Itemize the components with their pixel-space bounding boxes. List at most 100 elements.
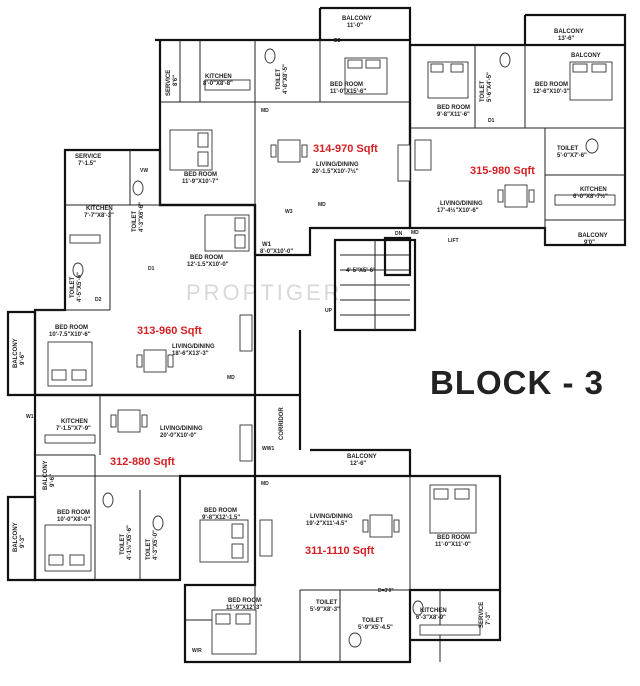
room-dim: 9'0" xyxy=(584,240,595,246)
lift-dim: 4'-5"X5'-6" xyxy=(346,268,376,274)
room-name: TOILET xyxy=(557,146,579,152)
room-name: TOILET xyxy=(362,618,384,624)
door-tag: LIFT xyxy=(448,238,459,244)
door-tag: MD xyxy=(318,202,326,208)
room-dim: 11'-9"X10'-7" xyxy=(182,179,218,185)
room-name: BED ROOM xyxy=(330,82,363,88)
room-dim: 13'-6" xyxy=(558,36,574,42)
room-dim: 8'-0"X8'-8" xyxy=(203,81,233,87)
room-name: BED ROOM xyxy=(437,105,470,111)
room-name: BALCONY xyxy=(347,454,377,460)
room-name: LIVING/DINING xyxy=(172,344,215,350)
room-dim: 12'-6" xyxy=(350,461,366,467)
room-dim: 10'-7.5"X10'-6" xyxy=(49,332,91,338)
unit-area-labels: 314-970 Sqft 315-980 Sqft 313-960 Sqft 3… xyxy=(110,143,535,557)
room-name: TOILET xyxy=(276,68,282,90)
room-name: SERVICE xyxy=(75,154,101,160)
room-name: SERVICE xyxy=(479,602,485,628)
room-name: TOILET xyxy=(132,210,138,232)
room-dim: 7'-1.5" xyxy=(78,161,96,167)
room-name: LIVING/DINING xyxy=(160,426,203,432)
door-tag: D1 xyxy=(148,266,155,272)
room-dim: 4'-5"X5'-6" xyxy=(77,272,83,302)
room-name: BED ROOM xyxy=(228,598,261,604)
room-name: LIVING/DINING xyxy=(440,201,483,207)
room-dim: 17'-4½"X10'-6" xyxy=(437,207,479,214)
room-name: KITCHEN xyxy=(580,187,607,193)
room-name: BALCONY xyxy=(571,53,601,59)
door-tag: D2 xyxy=(95,297,102,303)
room-dim: 12'-1.5"X10'-0" xyxy=(187,262,229,268)
room-name: BED ROOM xyxy=(184,172,217,178)
room-dim: 4'-1½"X5'-6" xyxy=(126,525,133,560)
room-dim: 5'-9"X8'-3" xyxy=(310,607,340,613)
room-name: BED ROOM xyxy=(57,510,90,516)
room-name: BED ROOM xyxy=(55,325,88,331)
room-dim: 10'-0"X8'-0" xyxy=(57,517,90,523)
room-name: KITCHEN xyxy=(61,419,88,425)
room-name: TOILET xyxy=(146,538,152,560)
room-dim: 11'-9"X12'-3" xyxy=(226,605,262,611)
room-dim: 4'-8"X8'-5" xyxy=(283,64,289,94)
room-name: BED ROOM xyxy=(204,508,237,514)
door-tag: W/R xyxy=(192,648,202,654)
room-dim: 8'-0"X10'-0" xyxy=(260,249,293,255)
room-name: BALCONY xyxy=(13,338,19,368)
room-dim: 19'-2"X11'-4.5" xyxy=(306,521,347,527)
door-tag: MD xyxy=(227,375,235,381)
door-tag: WW1 xyxy=(262,446,274,452)
plan-walls xyxy=(6,6,627,664)
room-name: LIVING/DINING xyxy=(310,514,353,520)
door-tags: D2 D1 MD MD W3 VW DN UP LIFT D1 D2 MD W1… xyxy=(26,38,495,654)
unit-312-area: 312-880 Sqft xyxy=(110,456,175,468)
room-dim: 9'-8"X11'-6" xyxy=(437,112,470,118)
unit-314-area: 314-970 Sqft xyxy=(313,143,378,155)
door-tag: W3 xyxy=(285,209,293,215)
room-name: SERVICE xyxy=(166,70,172,96)
room-dim: 7'-1.5"X7'-9" xyxy=(56,426,91,432)
room-name: BED ROOM xyxy=(190,255,223,261)
room-name: TOILET xyxy=(70,276,76,298)
room-dim: 20'-1.5"X10'-7½" xyxy=(312,168,359,175)
room-dim: 9'-6" xyxy=(20,352,26,365)
corridor-label: CORRIDOR xyxy=(279,407,285,440)
room-name: BALCONY xyxy=(342,16,372,22)
room-dim: 18'-6"X13'-3" xyxy=(172,351,209,357)
door-tag: D=3'0" xyxy=(378,588,394,594)
room-dim: 5'-6"X4'-5" xyxy=(487,72,493,102)
unit-313-area: 313-960 Sqft xyxy=(137,325,202,337)
room-name: KITCHEN xyxy=(86,206,113,212)
room-name: TOILET xyxy=(120,533,126,555)
door-tag: D1 xyxy=(488,118,495,124)
door-tag: DN xyxy=(395,231,403,237)
room-dim: 4'-3"X6'-6" xyxy=(139,202,145,232)
door-tag: MD xyxy=(261,481,269,487)
room-name: BED ROOM xyxy=(535,82,568,88)
room-dim: 11'-0"X11'-0" xyxy=(435,542,471,548)
watermark: PROPTIGER xyxy=(186,280,343,305)
room-dim: 5'-0"X7'-6" xyxy=(557,153,587,159)
room-name: KITCHEN xyxy=(420,608,447,614)
room-dim: 7'-3" xyxy=(486,612,492,625)
unit-315-area: 315-980 Sqft xyxy=(470,165,535,177)
room-dim: 9'-8"X12'-1.5" xyxy=(202,515,240,521)
furniture xyxy=(44,48,616,655)
room-name: BALCONY xyxy=(13,522,19,552)
room-name: KITCHEN xyxy=(205,74,232,80)
door-tag: UP xyxy=(325,308,333,314)
door-tag: MD xyxy=(261,108,269,114)
room-dim: 6'-3"X8'-9" xyxy=(416,615,446,621)
door-tag: VW xyxy=(140,168,148,174)
block-title: BLOCK - 3 xyxy=(430,364,604,401)
room-dim: 8'6" xyxy=(173,75,179,86)
unit-311-area: 311-1110 Sqft xyxy=(305,545,374,557)
room-dim: 9'-3" xyxy=(20,535,26,548)
room-dim: 6'-0"X8'-7½" xyxy=(573,193,608,200)
door-tag: W1 xyxy=(26,414,34,420)
room-name: TOILET xyxy=(316,600,338,606)
room-dim: 5'-9"X5'-4.5" xyxy=(358,625,393,631)
room-dim: 11'-0"X15'-6" xyxy=(330,89,366,95)
room-labels: BALCONY 11'-0" BALCONY 13'-6" BALCONY KI… xyxy=(13,16,608,631)
room-dim: 11'-0" xyxy=(347,23,363,29)
